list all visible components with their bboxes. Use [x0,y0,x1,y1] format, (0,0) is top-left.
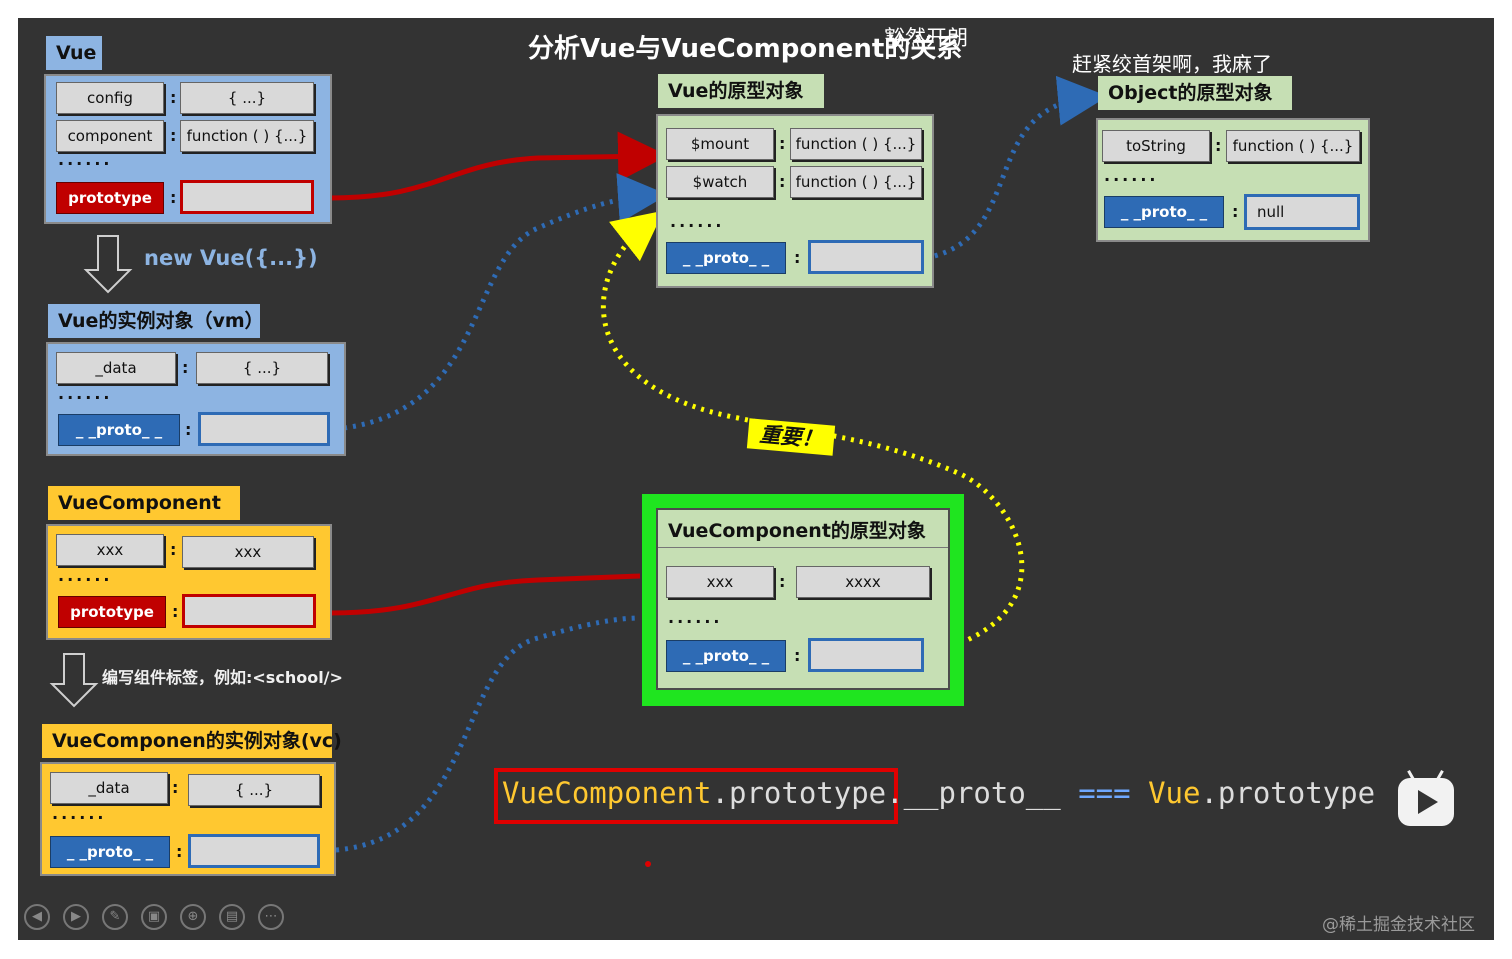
formula-proto: __proto__ [903,776,1061,810]
slide-title: 分析Vue与VueComponent的关系 [528,34,963,64]
pen-icon[interactable]: ✎ [102,904,128,930]
formula-highlight-box [494,768,898,824]
down-arrow-new-vue [83,235,133,294]
more-icon[interactable]: ⋯ [258,904,284,930]
slide-canvas: 分析Vue与VueComponent的关系 豁然开朗 赶紧绞首架啊，我麻了 Vu… [18,18,1494,940]
screen-icon[interactable]: ▤ [219,904,245,930]
vc-proto-xxx-value: xxxx [796,566,930,598]
vue-proto-watch-key: $watch [666,166,774,198]
laser-pointer-dot [645,861,651,867]
vue-proto-mount-value: function ( ) {...} [790,128,922,160]
vm-tab: Vue的实例对象（vm） [48,304,264,338]
vc-proto-proto-key: _ _proto_ _ [666,640,786,672]
vue-prototype-slot [180,180,314,214]
colon: : [170,126,177,145]
vm-ellipsis: ...... [58,384,113,403]
vuecomponent-prototype-slot [182,594,316,628]
vm-data-key: _data [56,352,176,384]
vue-proto-tab: Vue的原型对象 [658,74,824,108]
vue-config-value: { ...} [180,82,314,114]
vc-proto-tab: VueComponent的原型对象 [658,514,948,548]
colon: : [182,358,189,377]
vuecomponent-ellipsis: ...... [58,566,113,585]
vc-proto-ellipsis: ...... [668,608,723,627]
formula-vuecomponent: VueComponent [502,776,712,810]
formula-prototype: prototype [728,776,887,810]
slides-icon[interactable]: ▣ [141,904,167,930]
vuecomponent-xxx-value: xxx [182,536,314,568]
vc-data-key: _data [50,772,168,804]
colon: : [779,572,786,591]
bilibili-play-icon[interactable] [1398,770,1454,826]
formula-dot: . [711,776,729,810]
object-proto-proto-key: _ _proto_ _ [1104,196,1224,228]
colon: : [172,602,179,621]
vm-data-value: { ...} [196,352,328,384]
object-proto-ellipsis: ...... [1104,166,1159,185]
vue-proto-mount-key: $mount [666,128,774,160]
formula-prototype-2: prototype [1217,776,1376,810]
colon: : [1215,136,1222,155]
colon: : [170,188,177,207]
vc-proto-arrow [335,615,641,853]
vc-proto-proto-slot [808,638,924,672]
vc-tab: VueComponen的实例对象(vc) [42,724,342,758]
formula-dot: . [886,776,904,810]
vc-proto-slot [188,834,320,868]
vue-config-key: config [56,82,164,114]
vuecomponent-prototype-key: prototype [58,596,166,628]
vm-proto-key: _ _proto_ _ [58,414,180,446]
vuecomponent-prototype-arrow [329,573,641,616]
vc-ellipsis: ...... [52,804,107,823]
down-arrow-write-tag [49,653,99,708]
watermark: @稀土掘金技术社区 [1322,915,1475,935]
vc-proto-xxx-key: xxx [666,566,774,598]
connector-layer [49,75,1108,867]
vue-prototype-arrow [329,131,668,201]
vue-prototype-key: prototype [56,182,164,214]
vuecomponent-tab: VueComponent [48,486,240,520]
vue-ellipsis: ...... [58,150,113,169]
object-proto-tostring-value: function ( ) {...} [1226,130,1360,162]
vm-proto-arrow [343,173,668,431]
colon: : [779,134,786,153]
zoom-icon[interactable]: ⊕ [180,904,206,930]
colon: : [176,842,183,861]
colon: : [794,646,801,665]
vue-proto-proto-key: _ _proto_ _ [666,242,786,274]
vue-proto-ellipsis: ...... [670,212,725,231]
vue-tab: Vue [46,36,102,70]
colon: : [170,540,177,559]
vue-proto-proto-slot [808,240,924,274]
prev-icon[interactable]: ◀ [24,904,50,930]
vc-proto-key: _ _proto_ _ [50,836,170,868]
colon: : [185,420,192,439]
formula-vue: Vue [1148,776,1201,810]
colon: : [170,88,177,107]
new-vue-label: new Vue({...}) [144,246,318,270]
vuecomponent-xxx-key: xxx [56,534,164,566]
vue-proto-proto-arrow [925,75,1108,261]
formula-operator: === [1078,776,1131,810]
object-proto-tab: Object的原型对象 [1098,76,1292,110]
colon: : [779,172,786,191]
overlay-comment: 赶紧绞首架啊，我麻了 [1072,52,1272,76]
vue-proto-watch-value: function ( ) {...} [790,166,922,198]
vm-proto-slot [198,412,330,446]
vue-component-value: function ( ) {...} [180,120,314,152]
vue-component-key: component [56,120,164,152]
colon: : [1232,202,1239,221]
overlay-caption: 豁然开朗 [884,26,968,50]
vc-data-value: { ...} [188,774,320,806]
formula: VueComponent.prototype.__proto__ === Vue… [502,776,1375,810]
formula-dot: . [1200,776,1218,810]
colon: : [794,248,801,267]
object-proto-proto-value: null [1244,194,1360,230]
next-icon[interactable]: ▶ [63,904,89,930]
write-tag-label: 编写组件标签，例如:<school/> [102,668,343,687]
object-proto-tostring-key: toString [1102,130,1210,162]
colon: : [172,778,179,797]
